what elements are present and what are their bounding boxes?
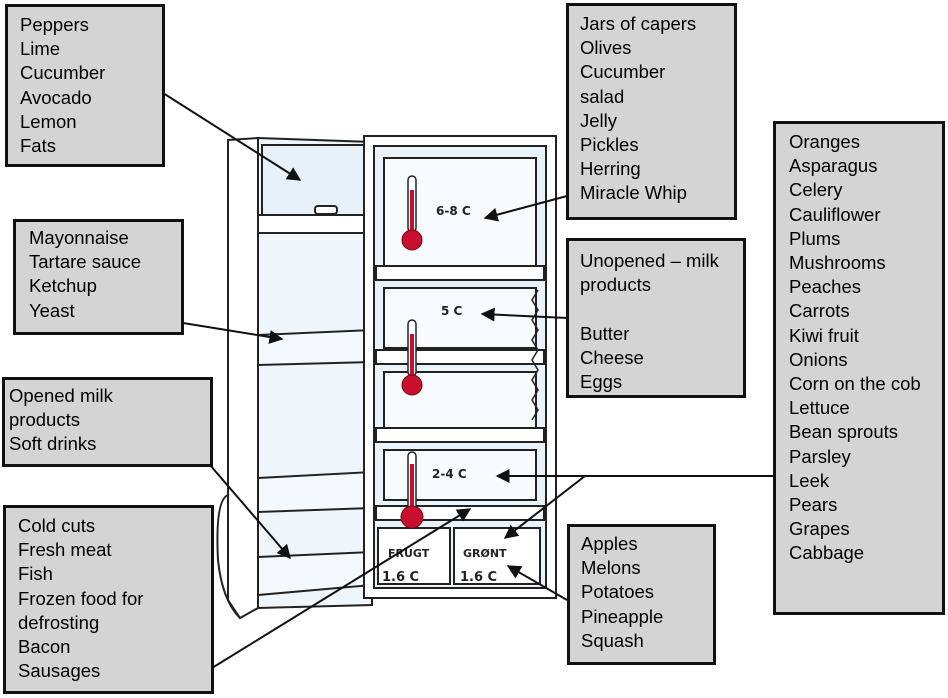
item: Soft drinks bbox=[9, 433, 97, 455]
item: Miracle Whip bbox=[580, 182, 687, 204]
connector-door-bottom bbox=[211, 508, 472, 669]
connector-door-middle bbox=[209, 464, 291, 560]
item: Tartare sauce bbox=[29, 251, 142, 273]
thermometer-middle-icon bbox=[401, 319, 423, 396]
item: Peaches bbox=[789, 276, 861, 298]
shelf-rail-notches bbox=[531, 289, 539, 421]
item: Parsley bbox=[789, 445, 851, 467]
item: Lime bbox=[20, 38, 61, 60]
fridge-door bbox=[216, 136, 373, 620]
item: Bean sprouts bbox=[789, 421, 899, 443]
item: Frozen food for bbox=[18, 587, 144, 609]
door-edge bbox=[227, 136, 259, 620]
item: Carrots bbox=[789, 300, 850, 322]
label-fruit-drawer: Apples Melons Potatoes Pineapple Squash bbox=[567, 524, 716, 665]
fruit-drawer-name: FRUGT bbox=[388, 547, 430, 560]
item: defrosting bbox=[18, 611, 100, 633]
item: Celery bbox=[789, 179, 843, 201]
item: Pickles bbox=[580, 134, 639, 156]
item: Lettuce bbox=[789, 397, 850, 419]
middle-glass-shelf bbox=[375, 349, 545, 365]
item: Grapes bbox=[789, 518, 850, 540]
item: products bbox=[580, 274, 651, 296]
door-top-compartment bbox=[261, 144, 371, 216]
item: Sausages bbox=[18, 660, 101, 682]
connector-door-top bbox=[162, 92, 302, 181]
temp-label-bottom: 2-4 C bbox=[432, 467, 467, 481]
temp-label-top: 6-8 C bbox=[436, 204, 471, 218]
item: Lemon bbox=[20, 110, 77, 132]
item: salad bbox=[580, 85, 625, 107]
item: Opened milk bbox=[9, 385, 113, 406]
item: Plums bbox=[789, 227, 841, 249]
spacer bbox=[580, 297, 743, 321]
door-middle-shelf bbox=[257, 470, 373, 514]
item: Mushrooms bbox=[789, 252, 886, 274]
door-compartment-handle bbox=[314, 205, 338, 215]
connector-door-upper bbox=[182, 322, 284, 344]
label-middle-shelf: Unopened – milk products Butter Cheese E… bbox=[566, 238, 746, 398]
label-door-top-compartment: Peppers Lime Cucumber Avocado Lemon Fats bbox=[5, 4, 165, 167]
door-upper-shelf bbox=[257, 328, 373, 367]
connector-middle-shelf bbox=[480, 307, 568, 322]
connector-veg-drawer bbox=[503, 475, 586, 539]
item: products bbox=[9, 409, 80, 431]
item: Cold cuts bbox=[18, 515, 96, 536]
item: Fish bbox=[18, 563, 53, 585]
item: Jelly bbox=[580, 109, 618, 131]
item: Cucumber bbox=[20, 62, 106, 84]
door-gasket bbox=[216, 494, 241, 619]
item: Kiwi fruit bbox=[789, 324, 859, 346]
top-glass-shelf bbox=[375, 265, 545, 281]
item: Cabbage bbox=[789, 542, 865, 564]
item: Peppers bbox=[20, 14, 89, 35]
item: Olives bbox=[580, 37, 632, 59]
item: Butter bbox=[580, 322, 630, 344]
temp-label-middle: 5 C bbox=[441, 304, 463, 318]
item: Corn on the cob bbox=[789, 373, 921, 395]
item: Leek bbox=[789, 469, 830, 491]
item: Fresh meat bbox=[18, 539, 112, 561]
item: Apples bbox=[581, 533, 638, 554]
item: Yeast bbox=[29, 299, 75, 321]
item: Herring bbox=[580, 158, 641, 180]
item: Cucumber bbox=[580, 61, 666, 83]
veg-drawer-temp: 1.6 C bbox=[460, 570, 497, 585]
item: Cheese bbox=[580, 346, 644, 368]
label-top-shelf: Jars of capers Olives Cucumber salad Jel… bbox=[566, 3, 737, 220]
fruit-drawer-temp: 1.6 C bbox=[382, 570, 419, 585]
item: Eggs bbox=[580, 371, 623, 392]
item: Onions bbox=[789, 348, 848, 370]
item: Ketchup bbox=[29, 275, 97, 297]
item: Fats bbox=[20, 135, 56, 157]
fruit-drawer bbox=[377, 527, 451, 585]
item: Bacon bbox=[18, 636, 71, 658]
item: Melons bbox=[581, 557, 641, 579]
label-vegetable-drawer: Oranges Asparagus Celery Cauliflower Plu… bbox=[773, 121, 945, 615]
middle-compartment bbox=[383, 287, 537, 349]
item: Mayonnaise bbox=[29, 227, 129, 248]
label-door-upper-shelf: Mayonnaise Tartare sauce Ketchup Yeast bbox=[13, 219, 184, 335]
door-top-rail bbox=[257, 214, 373, 234]
item: Pears bbox=[789, 494, 838, 516]
item: Asparagus bbox=[789, 155, 878, 177]
item: Unopened – milk bbox=[580, 250, 719, 271]
vegetable-drawer bbox=[453, 527, 541, 585]
item: Oranges bbox=[789, 131, 860, 152]
thermometer-bottom-icon bbox=[400, 451, 424, 529]
item: Avocado bbox=[20, 86, 92, 108]
item: Pineapple bbox=[581, 605, 664, 627]
lower-glass-shelf bbox=[375, 427, 545, 443]
label-door-middle-shelf: Opened milk products Soft drinks bbox=[2, 377, 213, 467]
thermometer-top-icon bbox=[401, 175, 423, 251]
item: Jars of capers bbox=[580, 13, 697, 34]
item: Cauliflower bbox=[789, 203, 881, 225]
veg-drawer-name: GRØNT bbox=[463, 547, 507, 560]
connector-top-shelf bbox=[483, 195, 568, 222]
item: Squash bbox=[581, 629, 644, 651]
item: Potatoes bbox=[581, 581, 655, 603]
label-door-bottom-shelf: Cold cuts Fresh meat Fish Frozen food fo… bbox=[3, 505, 214, 694]
connector-fruit-drawer bbox=[506, 565, 568, 601]
